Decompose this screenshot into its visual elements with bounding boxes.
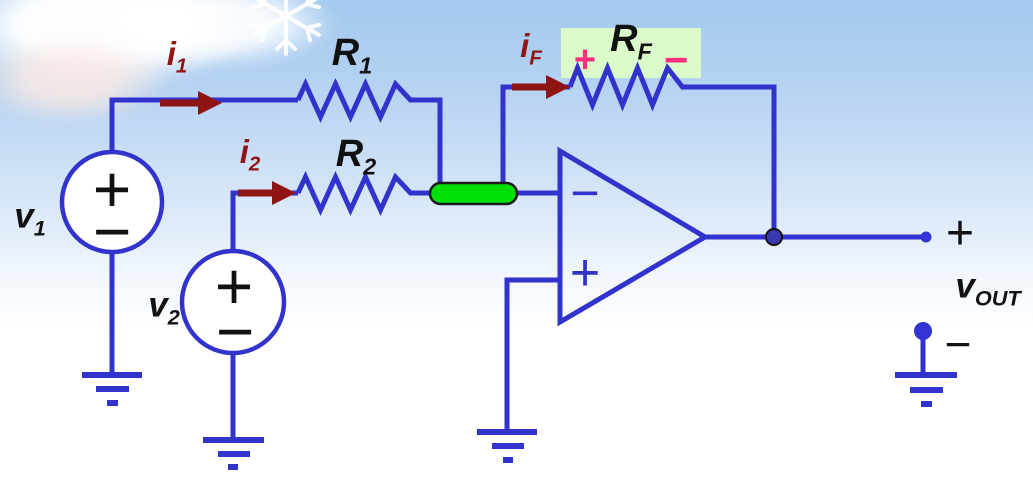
voltage-source-v1 — [59, 149, 165, 255]
wire-noninverting-to-ground — [504, 277, 560, 430]
wire-v2-to-r2 — [230, 190, 298, 253]
output-plus-sign: + — [945, 207, 975, 260]
ground-symbol-output — [895, 372, 957, 407]
voltage-source-v2 — [179, 248, 287, 356]
resistor-r2 — [295, 170, 434, 217]
v1-plus-sign: + — [92, 152, 132, 226]
resistor-label-rf: RF — [610, 17, 652, 65]
output-neg-terminal-dot — [914, 322, 932, 340]
rf-minus-sign: − — [663, 36, 689, 83]
opamp-noninverting-input-sign: + — [569, 244, 601, 302]
output-pos-terminal-dot — [920, 231, 932, 243]
resistor-r1 — [295, 77, 443, 190]
resistor-rf — [567, 61, 777, 233]
current-label-i2: i2 — [239, 132, 261, 176]
snowflake-icon — [250, 0, 322, 56]
opamp-triangle — [557, 146, 710, 327]
summing-node — [428, 181, 519, 206]
v1-minus-sign: − — [92, 194, 132, 268]
current-label-i1: i1 — [166, 34, 188, 78]
cloud-decoration — [0, 35, 170, 125]
v2-plus-sign: + — [214, 249, 254, 323]
ground-symbol-opamp — [477, 429, 537, 463]
ground-symbol-v1 — [82, 372, 142, 406]
current-arrow-i1 — [160, 91, 222, 115]
current-arrow-if — [512, 75, 570, 99]
current-label-if: iF — [520, 26, 542, 70]
ground-symbol-v2 — [203, 437, 264, 470]
feedback-junction-dot — [765, 228, 783, 246]
resistor-label-r1: R1 — [331, 31, 373, 79]
output-minus-sign: − — [944, 318, 972, 370]
v2-minus-sign: − — [215, 294, 255, 368]
opamp-inverting-input-sign: − — [570, 165, 600, 221]
source-label-v2: v2 — [148, 285, 180, 330]
wire-v1-to-r1 — [109, 97, 298, 154]
resistor-label-r2: R2 — [335, 132, 377, 180]
source-label-v1: v1 — [14, 196, 46, 241]
current-arrow-i2 — [238, 181, 296, 205]
rf-plus-sign: + — [573, 39, 597, 81]
output-label-vout: vOUT — [955, 266, 1021, 311]
rf-highlight-box — [561, 28, 701, 78]
